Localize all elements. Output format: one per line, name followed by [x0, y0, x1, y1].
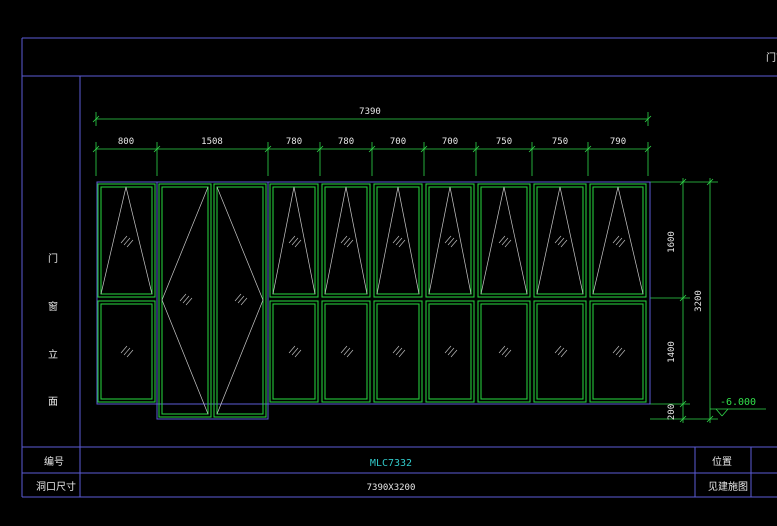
see-drawing-label: 见建施图 — [708, 480, 748, 493]
segment-dim: 780 — [338, 137, 354, 147]
location-label: 位置 — [712, 455, 732, 468]
height-dim-base: 200 — [667, 404, 677, 420]
side-label-char: 门 — [48, 252, 58, 265]
height-dim-lower: 1400 — [667, 341, 677, 363]
side-label-char: 窗 — [48, 300, 58, 313]
footer-table: 编号 MLC7332 位置 洞口尺寸 7390X3200 见建施图 — [36, 455, 748, 493]
top-dimensions — [92, 112, 652, 176]
opening-lines — [100, 186, 644, 415]
door-code: MLC7332 — [370, 458, 412, 469]
opening-size-value: 7390X3200 — [367, 483, 416, 493]
segment-dim: 800 — [118, 137, 134, 147]
segment-dim: 780 — [286, 137, 302, 147]
segment-dim: 700 — [390, 137, 406, 147]
number-label: 编号 — [44, 455, 64, 468]
title-fragment: 门窗 — [766, 51, 777, 64]
segment-dim: 750 — [496, 137, 512, 147]
height-dim-upper: 1600 — [667, 231, 677, 253]
glass-hatch — [120, 235, 626, 358]
side-label-char: 面 — [48, 397, 58, 408]
total-height-dim: 3200 — [694, 290, 704, 312]
right-dimensions — [650, 178, 766, 423]
segment-dim: 1508 — [201, 137, 223, 147]
window-sashes — [97, 183, 647, 418]
level-mark: -6.000 — [720, 397, 756, 408]
segment-dim: 700 — [442, 137, 458, 147]
segment-dim: 750 — [552, 137, 568, 147]
sheet-border — [21, 37, 777, 498]
side-label: 门 窗 立 面 — [48, 252, 58, 408]
opening-size-label: 洞口尺寸 — [36, 480, 76, 493]
segment-dims: 800 1508 780 780 700 700 750 750 790 — [118, 137, 626, 147]
segment-dim: 790 — [610, 137, 626, 147]
total-width-dim: 7390 — [359, 107, 381, 117]
outer-frames — [96, 181, 651, 420]
side-label-char: 立 — [48, 348, 58, 361]
